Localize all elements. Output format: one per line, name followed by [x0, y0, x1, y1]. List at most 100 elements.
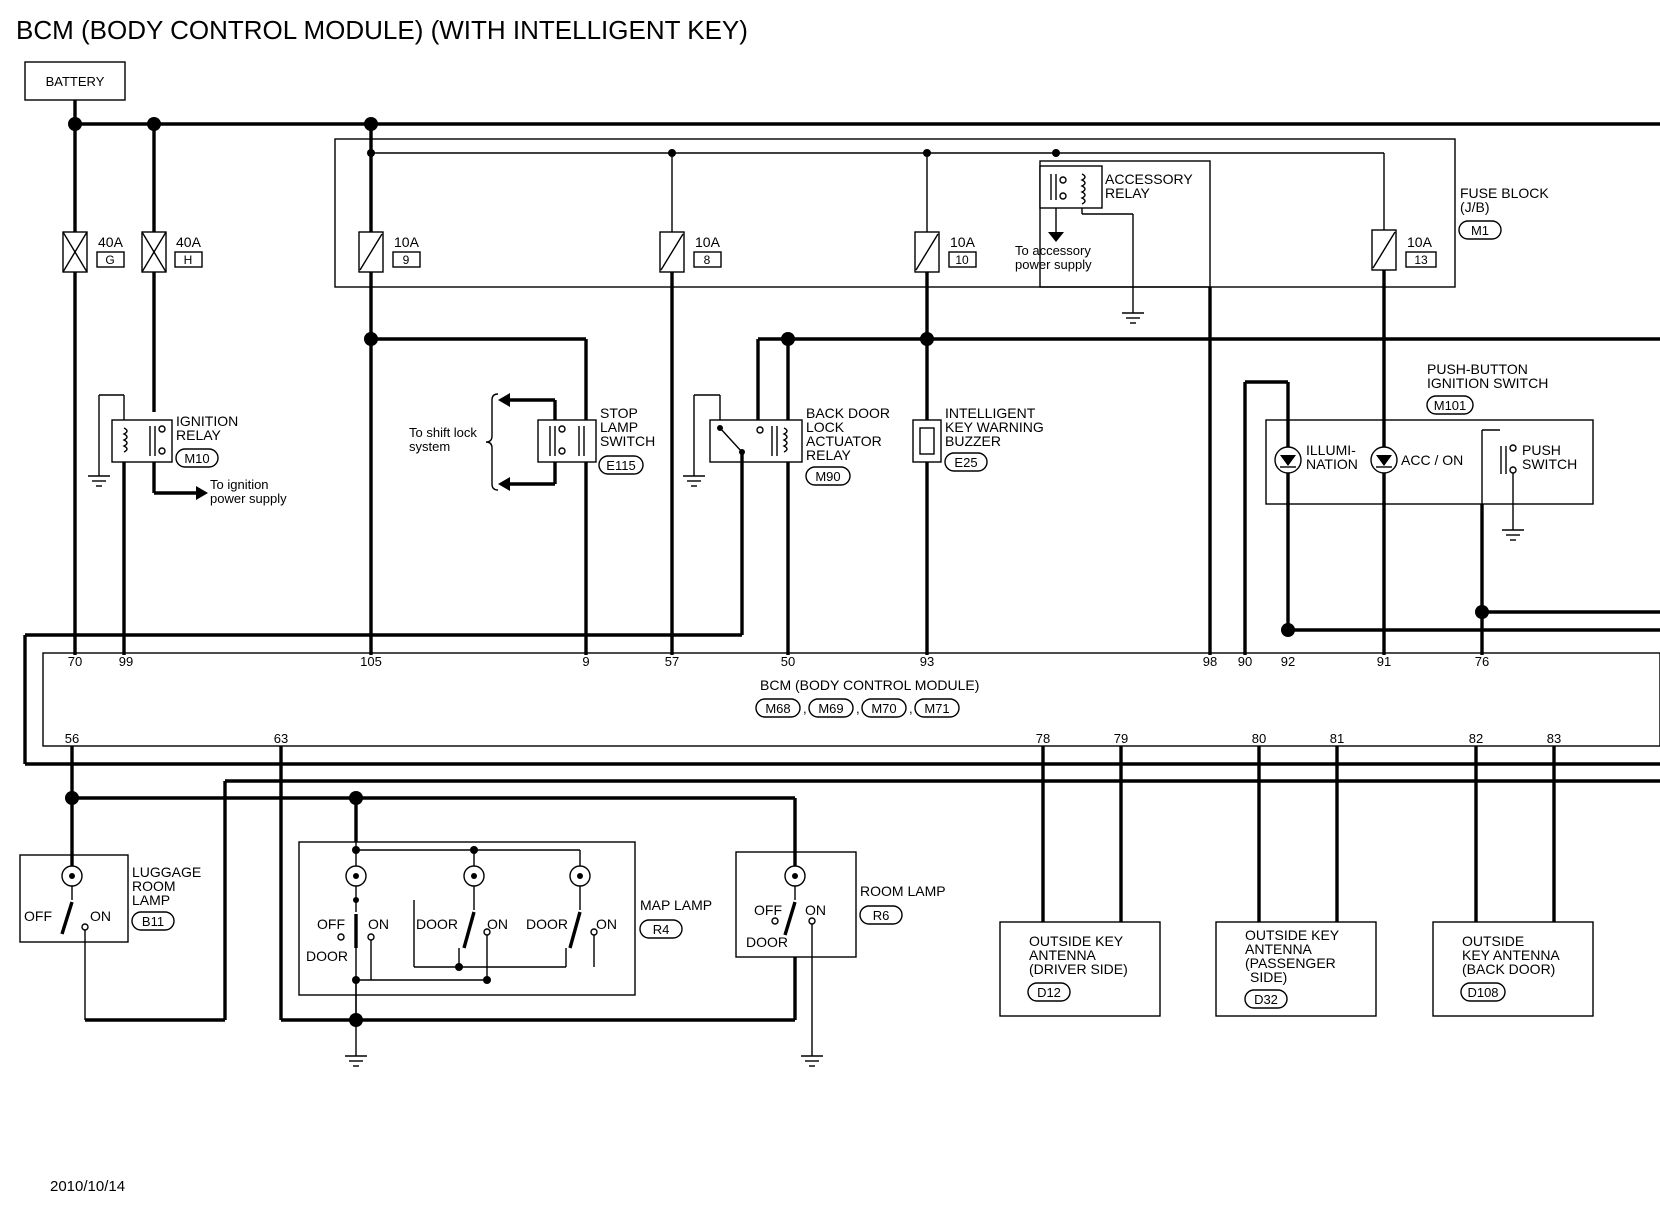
room-lamp: OFF ON DOOR ROOM LAMP R6 [735, 851, 946, 1067]
buzzer-label2: KEY WARNING [945, 419, 1044, 435]
bcm-sep: , [803, 701, 807, 716]
ignition-relay-conn: M10 [184, 451, 209, 466]
push-button-conn: M101 [1434, 398, 1467, 413]
antenna-driver-label: OUTSIDE KEY [1029, 933, 1124, 949]
room-off-label: OFF [754, 902, 782, 918]
stop-lamp-switch: STOP LAMP SWITCH E115 To shift lock syst… [409, 393, 655, 655]
buzzer-label3: BUZZER [945, 433, 1001, 449]
stop-lamp-label3: SWITCH [600, 433, 655, 449]
bcm-pin: 91 [1377, 654, 1391, 669]
antenna-back-conn: D108 [1467, 985, 1498, 1000]
bcm-pin: 82 [1469, 731, 1483, 746]
buzzer-label: INTELLIGENT [945, 405, 1036, 421]
ignition-supply-label: To ignition [210, 477, 269, 492]
illumination-label: ILLUMI- [1306, 442, 1356, 458]
bcm-sep: , [856, 701, 860, 716]
bcm-pin: 90 [1238, 654, 1252, 669]
fuse-block-jb: (J/B) [1460, 199, 1490, 215]
antenna-back-label2: KEY ANTENNA [1462, 947, 1560, 963]
ignition-relay: IGNITION RELAY M10 To ignition power sup… [88, 394, 287, 655]
luggage-label3: LAMP [132, 892, 170, 908]
bcm-conn-m71: M71 [924, 701, 949, 716]
accessory-supply-label2: power supply [1015, 257, 1092, 272]
bcm-conn-m68: M68 [765, 701, 790, 716]
back-door-relay: BACK DOOR LOCK ACTUATOR RELAY M90 [25, 394, 890, 655]
fuse-10a-13: 10A 13 [1371, 229, 1437, 655]
luggage-off-label: OFF [24, 908, 52, 924]
antenna-driver-label3: (DRIVER SIDE) [1029, 961, 1128, 977]
battery-bus [68, 100, 1660, 131]
illumination-label2: NATION [1306, 456, 1358, 472]
bcm-name: BCM (BODY CONTROL MODULE) [760, 677, 979, 693]
bcm-pin: 70 [68, 654, 82, 669]
bcm-sep: , [909, 701, 913, 716]
room-lamp-conn: R6 [873, 908, 890, 923]
fuse-10a-9: 10A 9 [358, 124, 421, 655]
antenna-passenger-label: OUTSIDE KEY [1245, 927, 1340, 943]
room-door-label: DOOR [746, 934, 788, 950]
warning-buzzer: INTELLIGENT KEY WARNING BUZZER E25 [912, 405, 1044, 472]
lamp-feed-lines [65, 746, 1660, 1027]
stop-lamp-label2: LAMP [600, 419, 638, 435]
feeder-339 [364, 332, 1660, 430]
fuse-10-id: 10 [955, 253, 969, 267]
push-switch-label: SWITCH [1522, 456, 1577, 472]
fuse-10-amp: 10A [950, 234, 976, 250]
battery-label: BATTERY [46, 74, 105, 89]
ignition-relay-label2: RELAY [176, 427, 222, 443]
fuse-8-amp: 10A [695, 234, 721, 250]
bcm-pin: 105 [360, 654, 382, 669]
bcm-pin: 93 [920, 654, 934, 669]
page-title: BCM (BODY CONTROL MODULE) (WITH INTELLIG… [16, 15, 748, 45]
fuse-40a-h: 40A H [141, 124, 203, 412]
diagram-date: 2010/10/14 [50, 1178, 125, 1195]
antenna-back-label: OUTSIDE [1462, 933, 1524, 949]
fuse-h-amp: 40A [176, 234, 202, 250]
map-off-label: OFF [317, 916, 345, 932]
bcm-pin: 78 [1036, 731, 1050, 746]
antenna-passenger-conn: D32 [1254, 992, 1278, 1007]
accessory-supply-label: To accessory [1015, 243, 1091, 258]
ignition-relay-label: IGNITION [176, 413, 238, 429]
fuse-9-id: 9 [403, 253, 410, 267]
antenna-back-label3: (BACK DOOR) [1462, 961, 1555, 977]
stop-lamp-label: STOP [600, 405, 638, 421]
bcm-pin: 76 [1475, 654, 1489, 669]
fuse-13-amp: 10A [1407, 234, 1433, 250]
bcm-module: BCM (BODY CONTROL MODULE) M68 , M69 , M7… [23, 635, 1660, 766]
luggage-label2: ROOM [132, 878, 176, 894]
bcm-pin: 79 [1114, 731, 1128, 746]
antenna-passenger-label3: (PASSENGER [1245, 955, 1336, 971]
antenna-driver-label2: ANTENNA [1029, 947, 1097, 963]
ignition-supply-label2: power supply [210, 491, 287, 506]
fuse-block: FUSE BLOCK (J/B) M1 [334, 138, 1549, 288]
buzzer-conn: E25 [954, 455, 977, 470]
bcm-pin: 99 [119, 654, 133, 669]
fuse-8-id: 8 [704, 253, 711, 267]
map-on-label: ON [487, 916, 508, 932]
back-door-label4: RELAY [806, 447, 852, 463]
accessory-relay-label: ACCESSORY [1105, 171, 1193, 187]
fuse-block-conn: M1 [1471, 223, 1489, 238]
bcm-pin: 63 [274, 731, 288, 746]
battery: BATTERY [24, 61, 126, 101]
fuse-block-label: FUSE BLOCK [1460, 185, 1549, 201]
bcm-conn-m70: M70 [871, 701, 896, 716]
room-lamp-label: ROOM LAMP [860, 883, 946, 899]
shift-lock-label: To shift lock [409, 425, 477, 440]
fuse-g-amp: 40A [98, 234, 124, 250]
fuse-h-id: H [184, 253, 193, 267]
push-label: PUSH [1522, 442, 1561, 458]
map-door-label: DOOR [416, 916, 458, 932]
bcm-pin: 56 [65, 731, 79, 746]
bcm-pin: 57 [665, 654, 679, 669]
back-door-label: BACK DOOR [806, 405, 890, 421]
bcm-pin: 98 [1203, 654, 1217, 669]
bcm-pin: 80 [1252, 731, 1266, 746]
map-lamp: OFF ON DOOR DOOR ON DOOR ON MAP LAMP R4 [298, 841, 712, 1067]
luggage-conn: B11 [142, 914, 164, 929]
push-button-switch: ILLUMI- NATION ACC / ON PUSH SWITCH PUSH… [1243, 361, 1660, 655]
antenna-passenger-side: OUTSIDE KEY ANTENNA (PASSENGER SIDE) D32 [1215, 746, 1377, 1017]
antenna-passenger-label4: SIDE) [1250, 969, 1287, 985]
